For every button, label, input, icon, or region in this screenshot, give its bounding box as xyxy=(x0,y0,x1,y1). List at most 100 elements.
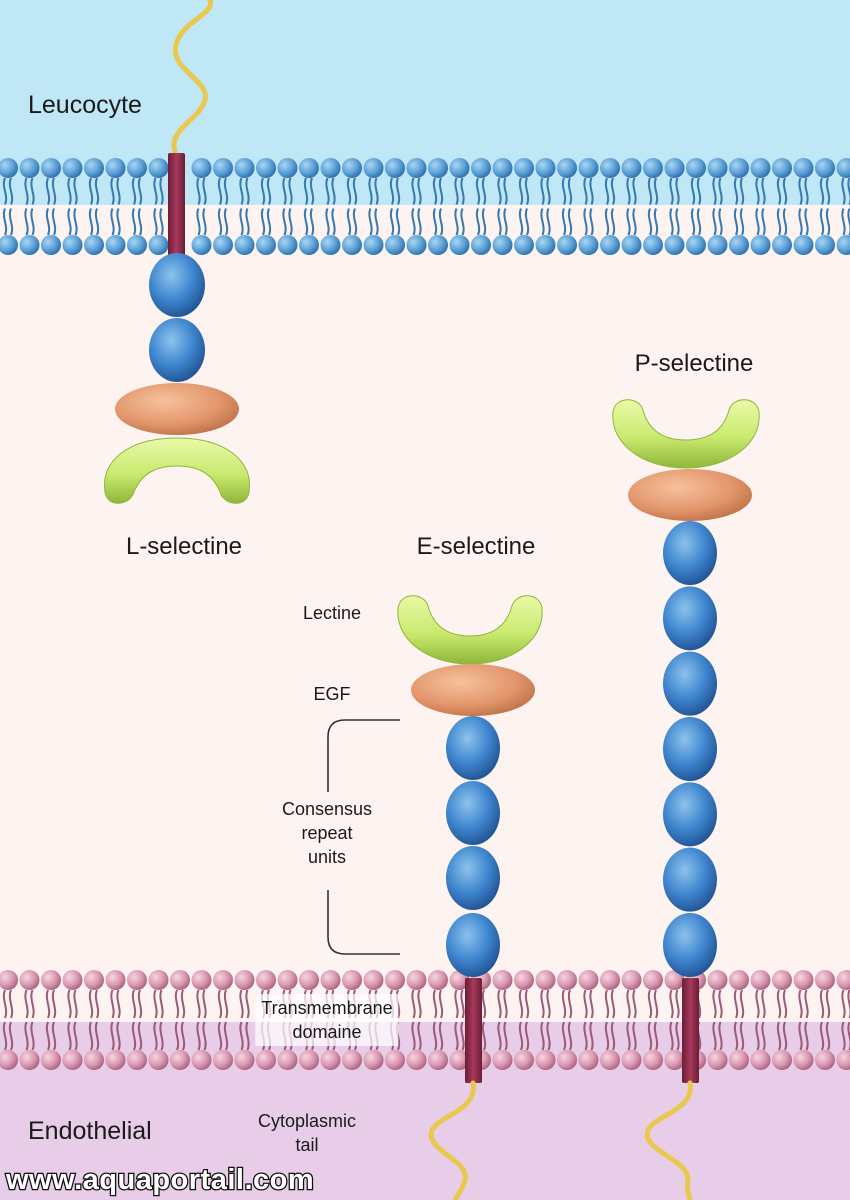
phospholipid xyxy=(234,158,255,255)
phospholipid xyxy=(621,970,642,1070)
phospholipid xyxy=(19,970,40,1070)
phospholipid xyxy=(836,158,850,255)
phospholipid xyxy=(621,158,642,255)
p-selectine-repeat-unit xyxy=(663,651,717,716)
p-selectine-repeat-unit xyxy=(663,521,717,585)
aquaportail-watermark: www.aquaportail.com xyxy=(4,1163,315,1198)
consensus-repeat-unit xyxy=(446,716,500,780)
consensus-repeat-unit xyxy=(446,781,500,845)
e-selectine-label: E-selectine xyxy=(416,533,536,560)
consensus-line-1: Consensus xyxy=(281,799,373,819)
phospholipid xyxy=(664,158,685,255)
l-selectine-cytoplasmic-tail xyxy=(171,0,213,158)
phospholipid xyxy=(643,970,663,1070)
phospholipid xyxy=(750,970,771,1070)
cytoplasmic-line-2: tail xyxy=(295,1135,319,1155)
p-selectine-label: P-selectine xyxy=(634,350,754,377)
phospholipid xyxy=(557,970,577,1070)
p-selectine-repeat-unit xyxy=(663,782,717,847)
p-selectine-repeat-unit xyxy=(663,847,717,912)
phospholipid xyxy=(449,158,470,255)
phospholipid xyxy=(793,158,814,255)
phospholipid xyxy=(492,970,513,1070)
cytoplasmic-tail-label: Cytoplasmic tail xyxy=(258,1109,356,1157)
phospholipid xyxy=(170,970,190,1070)
phospholipid xyxy=(707,158,728,255)
egf-label: EGF xyxy=(313,684,351,704)
lectine-domain xyxy=(397,595,543,665)
phospholipid xyxy=(342,158,362,255)
l-selectine-molecule xyxy=(103,0,251,504)
p-selectine-transmembrane-domain xyxy=(682,978,699,1083)
phospholipid xyxy=(84,970,104,1070)
phospholipid xyxy=(41,158,61,255)
l-selectine-egf-domain xyxy=(115,383,239,435)
phospholipid xyxy=(793,970,814,1070)
phospholipid xyxy=(750,158,771,255)
phospholipid xyxy=(664,970,685,1070)
phospholipid xyxy=(0,158,18,255)
phospholipid xyxy=(0,970,18,1070)
phospholipid xyxy=(148,970,169,1070)
phospholipid xyxy=(62,158,83,255)
phospholipid xyxy=(213,158,233,255)
phospholipid xyxy=(535,970,556,1070)
phospholipid xyxy=(105,158,126,255)
phospholipid xyxy=(578,158,599,255)
p-selectine-repeat-units xyxy=(663,521,717,977)
p-selectine-lectine-domain xyxy=(612,399,760,469)
leucocyte-label: Leucocyte xyxy=(28,91,142,119)
phospholipid xyxy=(256,158,276,255)
phospholipid xyxy=(406,970,427,1070)
consensus-line-3: units xyxy=(307,847,347,867)
endothelial-label: Endothelial xyxy=(28,1117,152,1145)
phospholipid xyxy=(514,158,534,255)
consensus-repeat-unit xyxy=(446,913,500,977)
phospholipid xyxy=(320,158,341,255)
phospholipid xyxy=(41,970,61,1070)
e-selectine-molecule xyxy=(397,595,543,1200)
phospholipid xyxy=(729,158,749,255)
phospholipid xyxy=(191,970,212,1070)
phospholipid xyxy=(514,970,534,1070)
cytoplasmic-tail xyxy=(428,1080,476,1200)
p-selectine-repeat-unit xyxy=(663,717,717,781)
phospholipid xyxy=(772,970,792,1070)
phospholipid xyxy=(299,158,319,255)
phospholipid xyxy=(191,158,212,255)
l-selectine-repeat-unit xyxy=(149,253,205,317)
p-selectine-cytoplasmic-tail xyxy=(644,1080,693,1200)
phospholipid xyxy=(471,158,491,255)
phospholipid xyxy=(729,970,749,1070)
phospholipid xyxy=(234,970,255,1070)
phospholipid xyxy=(535,158,556,255)
transmembrane-domain xyxy=(465,978,482,1083)
cytoplasmic-line-1: Cytoplasmic xyxy=(257,1111,357,1131)
phospholipid xyxy=(428,970,448,1070)
p-selectine-molecule xyxy=(612,399,760,1200)
watermark-text: www.aquaportail.com xyxy=(5,1164,314,1196)
leucocyte-membrane xyxy=(0,158,850,255)
phospholipid xyxy=(707,970,728,1070)
consensus-bracket xyxy=(327,719,400,955)
phospholipid xyxy=(127,970,147,1070)
egf-domain xyxy=(411,664,535,716)
phospholipid xyxy=(62,970,83,1070)
l-selectine-repeat-unit xyxy=(149,318,205,382)
phospholipid xyxy=(84,158,104,255)
phospholipid xyxy=(105,970,126,1070)
transmembrane-domaine-label: Transmembrane domaine xyxy=(255,994,399,1046)
phospholipid xyxy=(428,158,448,255)
l-selectine-lectine-domain xyxy=(103,437,251,504)
p-selectine-repeat-unit xyxy=(663,913,717,977)
phospholipid xyxy=(385,158,405,255)
phospholipid xyxy=(492,158,513,255)
phospholipid xyxy=(815,158,835,255)
phospholipid xyxy=(815,970,835,1070)
p-selectine-egf-domain xyxy=(628,469,752,521)
phospholipid xyxy=(277,158,298,255)
phospholipid xyxy=(772,158,792,255)
phospholipid xyxy=(213,970,233,1070)
